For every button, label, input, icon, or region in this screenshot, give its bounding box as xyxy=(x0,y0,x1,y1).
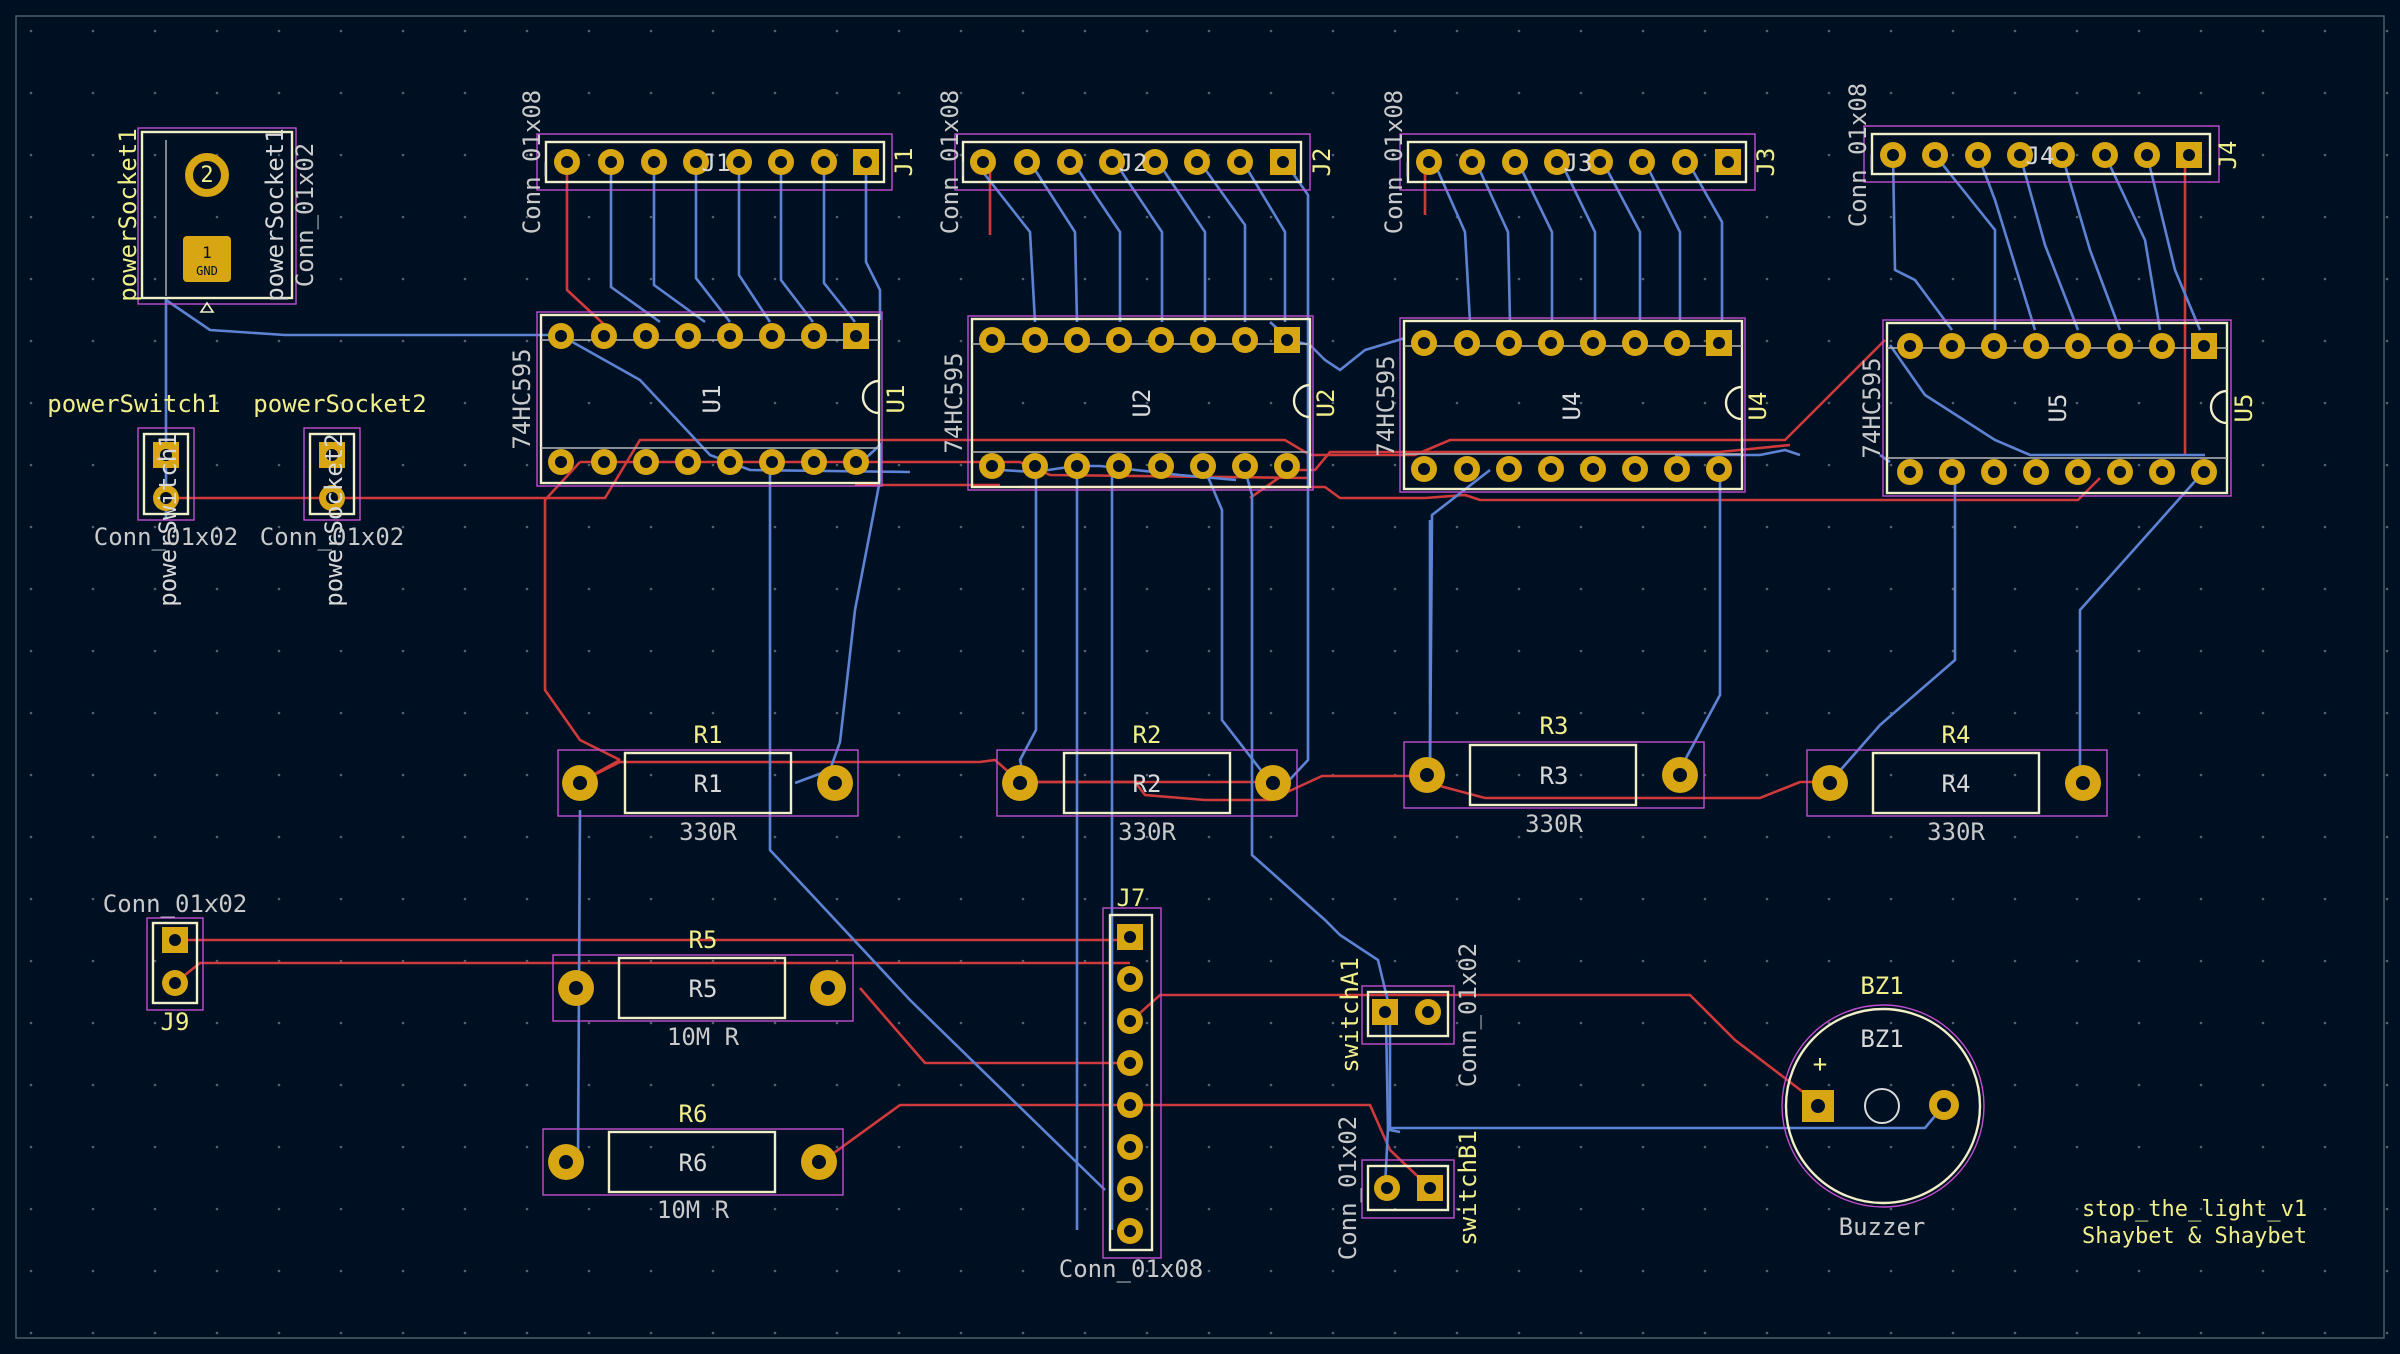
resistor-R6[interactable]: R6 R6 10M R xyxy=(542,1100,844,1224)
J9-reference: J9 xyxy=(161,1008,190,1036)
switch-B1-reference: switchB1 xyxy=(1454,1130,1482,1246)
power-switch-1-fab-ref: powerSwitch1 xyxy=(154,433,182,606)
U2-value: 74HC595 xyxy=(940,352,968,453)
power-socket-1-pin2-label: 2 xyxy=(200,163,213,188)
U4-reference: U4 xyxy=(1744,392,1772,421)
resistor-R3[interactable]: R3 R3 330R xyxy=(1403,712,1705,838)
connector-J2[interactable]: J2 J2 Conn_01x08 xyxy=(936,90,1336,235)
R6-fab-ref: R6 xyxy=(679,1149,708,1177)
R2-value: 330R xyxy=(1118,818,1176,846)
title-block: stop_the_light_v1 Shaybet & Shaybet xyxy=(2082,1197,2307,1249)
ic-U5[interactable]: U5 U5 74HC595 xyxy=(1858,319,2258,497)
power-socket-1-gnd-label: GND xyxy=(196,264,218,278)
J1-fab-ref: J1 xyxy=(702,149,731,177)
R1-reference: R1 xyxy=(694,721,723,749)
R3-reference: R3 xyxy=(1540,712,1569,740)
R4-fab-ref: R4 xyxy=(1942,770,1971,798)
switch-B1[interactable]: Conn_01x02 switchB1 xyxy=(1334,1116,1482,1261)
power-socket-1-value: Conn_01x02 xyxy=(291,143,319,288)
U4-value: 74HC595 xyxy=(1372,355,1400,456)
project-authors: Shaybet & Shaybet xyxy=(2082,1224,2307,1249)
ic-U4[interactable]: U4 U4 74HC595 xyxy=(1372,317,1772,493)
connector-J3[interactable]: J3 J3 Conn_01x08 xyxy=(1380,90,1780,235)
J3-reference: J3 xyxy=(1752,148,1780,177)
connector-J1[interactable]: J1 J1 Conn_01x08 xyxy=(518,90,918,235)
U2-reference: U2 xyxy=(1312,389,1340,418)
power-socket-1-pin1-label: 1 xyxy=(202,243,212,262)
R5-reference: R5 xyxy=(689,926,718,954)
U4-fab-ref: U4 xyxy=(1558,392,1586,421)
R3-fab-ref: R3 xyxy=(1540,762,1569,790)
connector-J9[interactable]: Conn_01x02 J9 xyxy=(103,890,248,1036)
J4-value: Conn_01x08 xyxy=(1844,83,1872,228)
J7-value: Conn_01x08 xyxy=(1059,1255,1204,1283)
J2-value: Conn_01x08 xyxy=(936,90,964,235)
switch-A1-value: Conn_01x02 xyxy=(1454,943,1482,1088)
connector-J4[interactable]: J4 J4 Conn_01x08 xyxy=(1844,83,2242,228)
buzzer-BZ1[interactable]: + BZ1 BZ1 Buzzer xyxy=(1781,972,1985,1241)
U5-value: 74HC595 xyxy=(1858,357,1886,458)
J1-value: Conn_01x08 xyxy=(518,90,546,235)
R2-fab-ref: R2 xyxy=(1133,770,1162,798)
power-socket-1[interactable]: 2 1 GND powerSocket1 powerSocket1 Conn_0… xyxy=(114,127,319,313)
power-switch-1[interactable]: powerSwitch1 powerSwitch1 Conn_01x02 xyxy=(47,390,238,607)
power-socket-1-reference: powerSocket1 xyxy=(114,128,142,301)
R2-reference: R2 xyxy=(1133,721,1162,749)
J2-fab-ref: J2 xyxy=(1119,149,1148,177)
resistor-R4[interactable]: R4 R4 330R xyxy=(1806,721,2108,846)
power-switch-1-value: Conn_01x02 xyxy=(94,523,239,551)
switch-B1-value: Conn_01x02 xyxy=(1334,1116,1362,1261)
J7-reference: J7 xyxy=(1117,884,1146,912)
J1-reference: J1 xyxy=(890,148,918,177)
ic-U2[interactable]: U2 U2 74HC595 xyxy=(940,315,1340,491)
project-name: stop_the_light_v1 xyxy=(2082,1197,2307,1222)
J2-reference: J2 xyxy=(1308,148,1336,177)
power-socket-2-reference: powerSocket2 xyxy=(253,390,426,418)
ic-U1[interactable]: U1 U1 74HC595 xyxy=(508,311,910,487)
R6-value: 10M R xyxy=(657,1196,730,1224)
buzzer-plus-label: + xyxy=(1813,1050,1827,1078)
U1-reference: U1 xyxy=(882,385,910,414)
J3-value: Conn_01x08 xyxy=(1380,90,1408,235)
BZ1-reference: BZ1 xyxy=(1860,972,1903,1000)
U1-fab-ref: U1 xyxy=(698,385,726,414)
power-socket-2-value: Conn_01x02 xyxy=(260,523,405,551)
J3-fab-ref: J3 xyxy=(1564,149,1593,177)
R1-value: 330R xyxy=(679,818,737,846)
U1-value: 74HC595 xyxy=(508,348,536,449)
switch-A1-reference: switchA1 xyxy=(1336,957,1364,1073)
R6-reference: R6 xyxy=(679,1100,708,1128)
R1-fab-ref: R1 xyxy=(694,770,723,798)
board-edge xyxy=(15,15,2385,1339)
J4-reference: J4 xyxy=(2214,141,2242,170)
power-socket-2-fab-ref: powerSocket2 xyxy=(320,433,348,606)
BZ1-value: Buzzer xyxy=(1839,1213,1926,1241)
J4-fab-ref: J4 xyxy=(2026,142,2055,170)
U5-reference: U5 xyxy=(2230,394,2258,423)
switch-A1[interactable]: switchA1 Conn_01x02 xyxy=(1336,943,1482,1088)
power-switch-1-reference: powerSwitch1 xyxy=(47,390,220,418)
R3-value: 330R xyxy=(1525,810,1583,838)
R5-fab-ref: R5 xyxy=(689,975,718,1003)
pin1-marker-icon xyxy=(199,301,215,313)
resistor-R2[interactable]: R2 R2 330R xyxy=(996,721,1298,846)
U5-fab-ref: U5 xyxy=(2044,394,2072,423)
J9-value: Conn_01x02 xyxy=(103,890,248,918)
R5-value: 10M R xyxy=(667,1023,740,1051)
R4-value: 330R xyxy=(1927,818,1985,846)
BZ1-fab-ref: BZ1 xyxy=(1860,1025,1903,1053)
U2-fab-ref: U2 xyxy=(1128,389,1156,418)
resistor-R5[interactable]: R5 R5 10M R xyxy=(552,926,854,1051)
R4-reference: R4 xyxy=(1942,721,1971,749)
power-socket-2[interactable]: powerSocket2 powerSocket2 Conn_01x02 xyxy=(253,390,426,607)
power-socket-1-fab-ref: powerSocket1 xyxy=(261,128,289,301)
connector-J7[interactable]: J7 Conn_01x08 xyxy=(1059,884,1204,1283)
resistor-R1[interactable]: R1 R1 330R xyxy=(557,721,859,846)
